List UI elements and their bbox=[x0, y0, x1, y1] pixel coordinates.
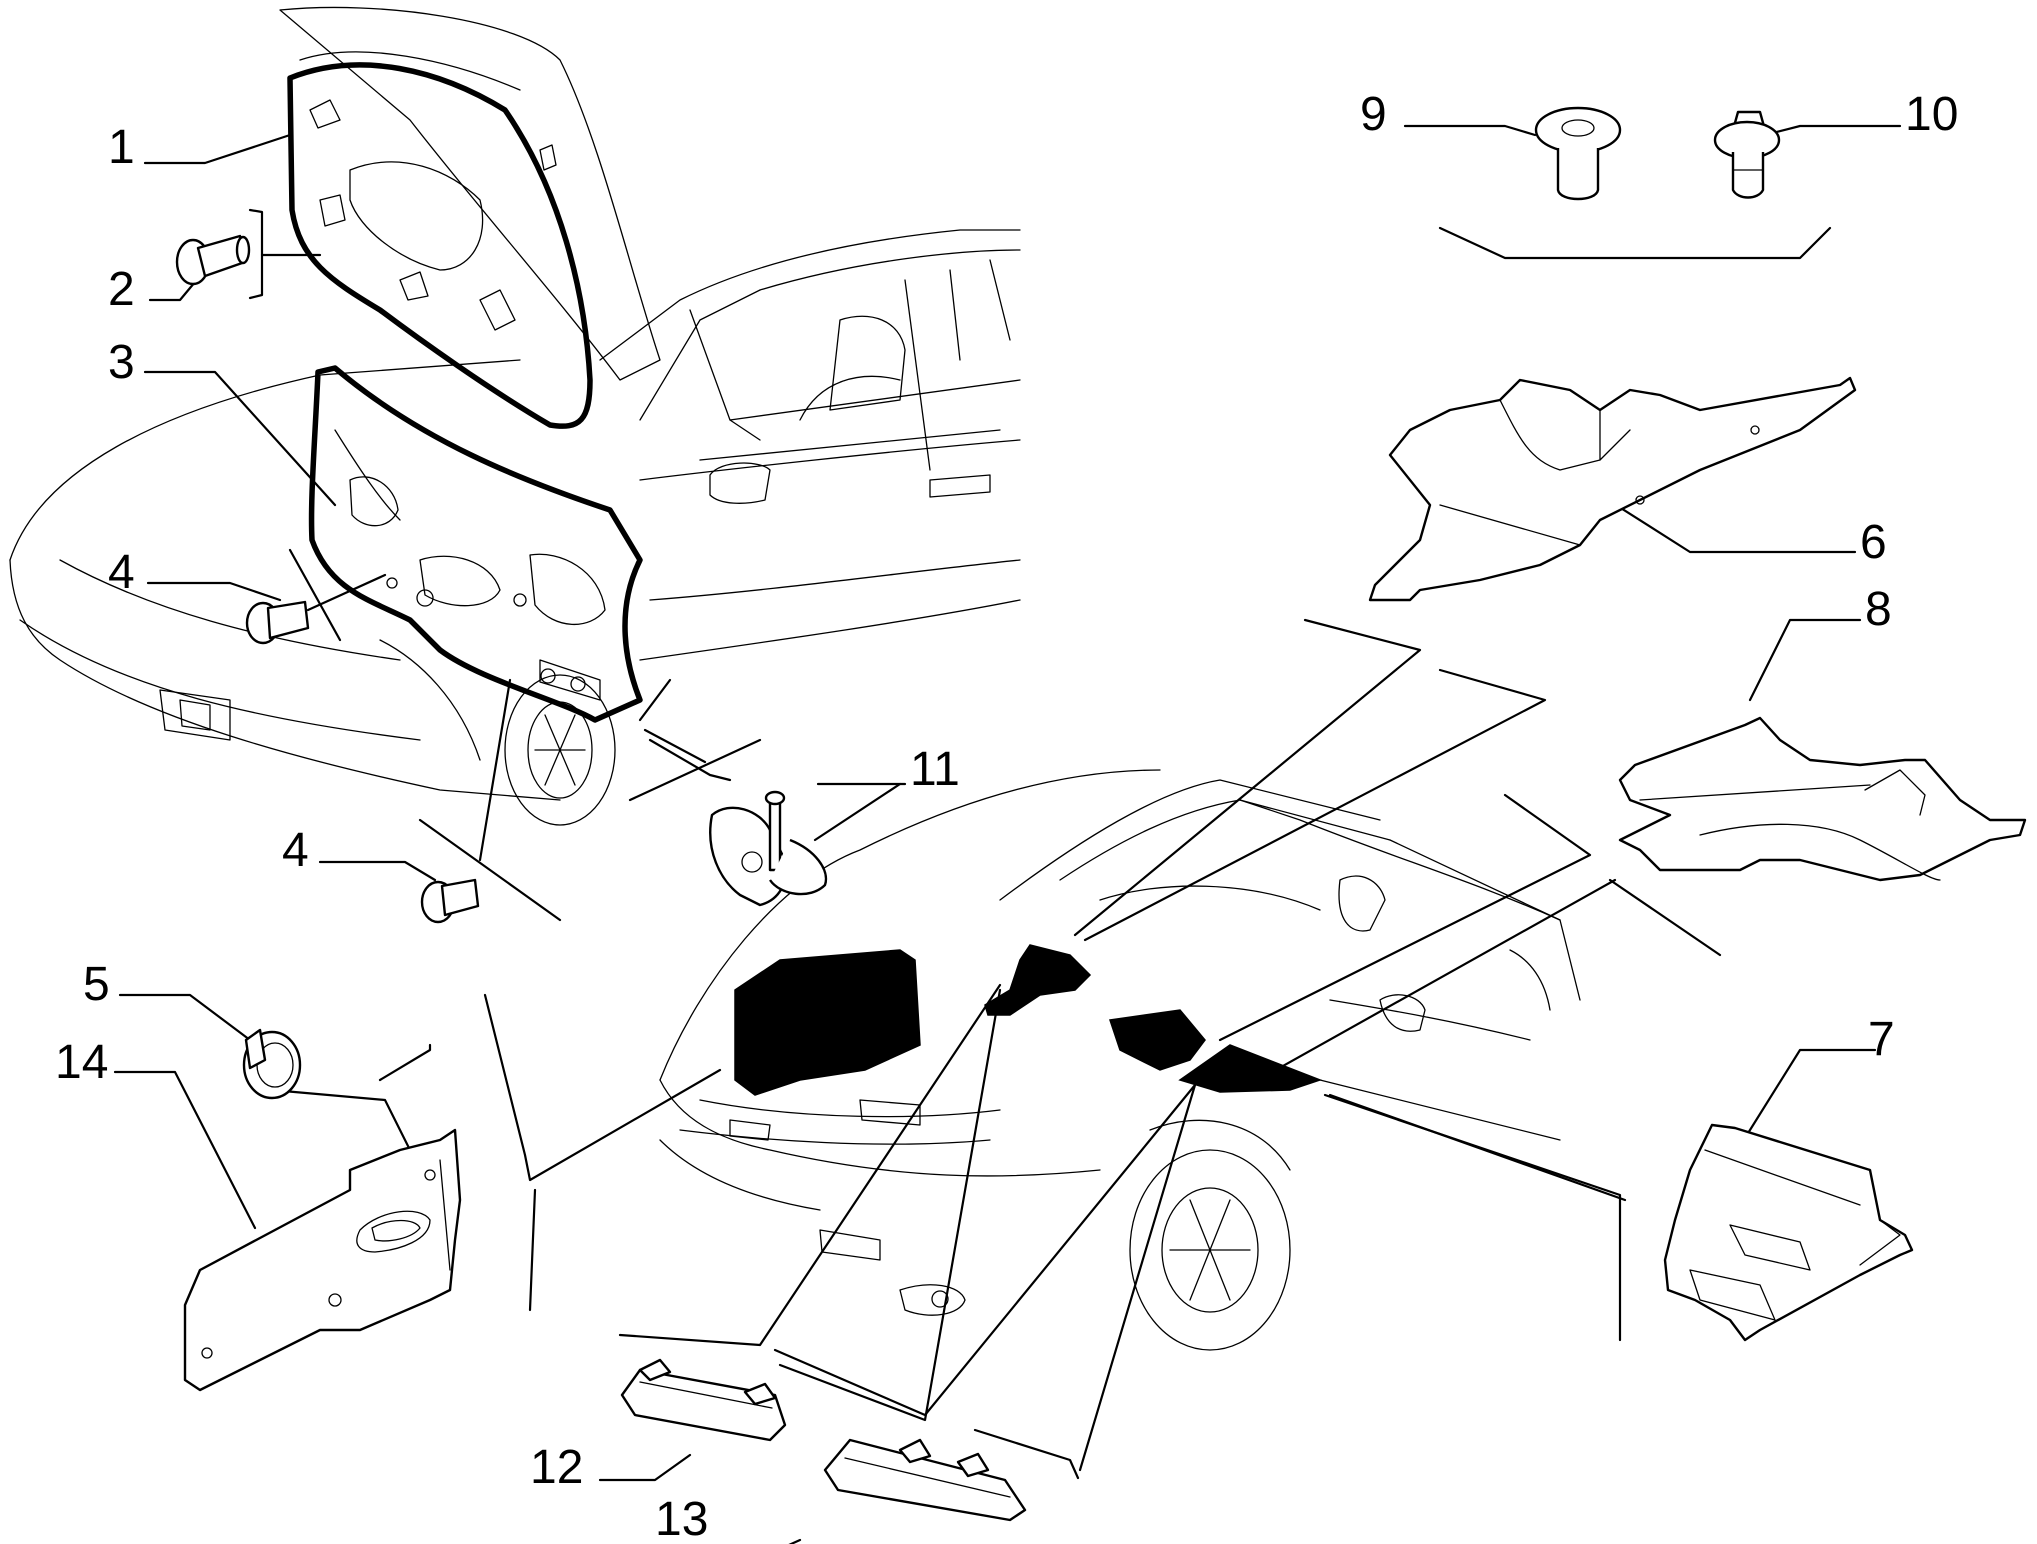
bonnet-pads-highlight bbox=[734, 944, 1323, 1096]
fastener-part-9 bbox=[1534, 106, 1622, 201]
clip-part-4-lower bbox=[420, 878, 480, 924]
callout-8: 8 bbox=[1865, 583, 1892, 636]
duct-part-12 bbox=[620, 1358, 787, 1442]
car-open-bonnet-illustration bbox=[9, 6, 1021, 826]
callout-9: 9 bbox=[1360, 88, 1387, 141]
callout-10: 10 bbox=[1905, 88, 1958, 141]
underbody-cover-part-6 bbox=[1368, 376, 1857, 602]
callout-14: 14 bbox=[55, 1036, 108, 1089]
callout-11: 11 bbox=[910, 743, 960, 796]
bonnet-inner-panel-part-1 bbox=[287, 62, 593, 429]
callout-3: 3 bbox=[108, 336, 135, 389]
callout-4-upper: 4 bbox=[108, 546, 135, 599]
clip-part-2 bbox=[175, 234, 251, 286]
callout-13: 13 bbox=[655, 1493, 708, 1544]
duct-part-13 bbox=[823, 1438, 1027, 1522]
callout-2: 2 bbox=[108, 263, 135, 316]
leader-lines bbox=[113, 124, 1902, 1544]
callout-6: 6 bbox=[1860, 516, 1887, 569]
fastener-part-10 bbox=[1713, 110, 1781, 199]
underbody-cover-part-7 bbox=[1663, 1123, 1914, 1342]
callout-12: 12 bbox=[530, 1441, 583, 1494]
bonnet-insulation-part-3 bbox=[308, 365, 643, 723]
callout-labels: 1 2 3 4 4 5 6 7 8 9 10 11 12 13 14 bbox=[55, 88, 1958, 1544]
callout-7: 7 bbox=[1868, 1013, 1895, 1066]
clip-part-4-upper bbox=[245, 600, 310, 645]
underbody-cover-part-8 bbox=[1618, 716, 2027, 882]
shield-part-14 bbox=[183, 1128, 462, 1392]
callout-4-lower: 4 bbox=[282, 824, 309, 877]
bracket-part-11 bbox=[709, 790, 828, 907]
callout-1: 1 bbox=[108, 121, 135, 174]
car-closed-bonnet-illustration bbox=[659, 769, 1581, 1351]
callout-5: 5 bbox=[83, 958, 110, 1011]
plug-part-5 bbox=[242, 1028, 302, 1100]
